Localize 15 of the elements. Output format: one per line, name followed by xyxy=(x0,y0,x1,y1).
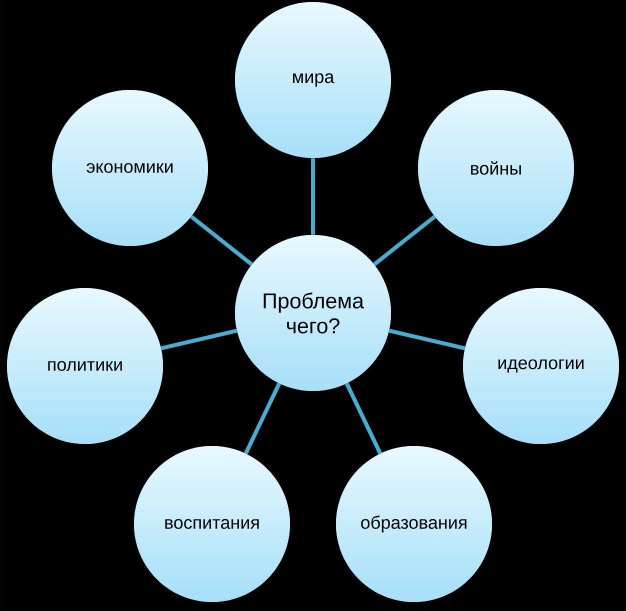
connector-line xyxy=(344,382,382,454)
hub-label: Проблема чего? xyxy=(264,292,364,334)
topic-label: образования xyxy=(361,516,466,532)
connector-line xyxy=(373,214,436,266)
connector-line xyxy=(160,328,238,350)
connector-line xyxy=(244,382,282,454)
connector-line xyxy=(388,328,466,350)
connector-line xyxy=(311,158,315,235)
topic-label: воспитания xyxy=(165,519,259,529)
topic-label: идеологии xyxy=(498,359,584,373)
topic-label: политики xyxy=(48,361,122,371)
topic-label: мира xyxy=(293,73,334,87)
topic-label: экономики xyxy=(86,163,173,173)
topic-label: войны xyxy=(471,161,521,175)
connector-line xyxy=(190,214,253,266)
